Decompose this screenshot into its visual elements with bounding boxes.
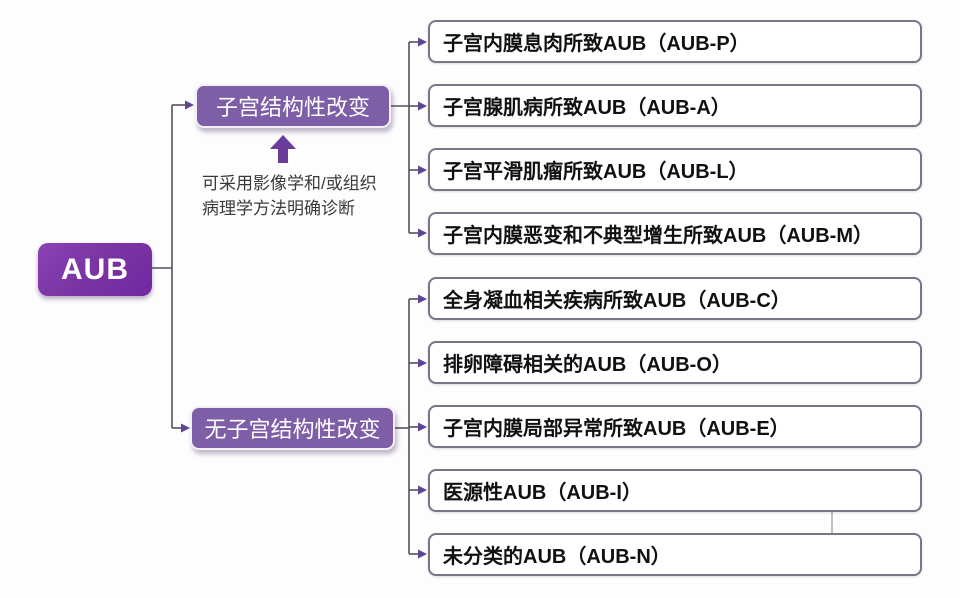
node-non-structural-change-label: 无子宫结构性改变 [204,417,381,442]
leaf-node-aub-m: 子宫内膜恶变和不典型增生所致AUB（AUB-M） [428,212,922,255]
leaf-node-aub-o: 排卵障碍相关的AUB（AUB-O） [428,341,922,384]
node-non-structural-change: 无子宫结构性改变 [190,406,395,450]
diagnosis-annotation: 可采用影像学和/或组织 病理学方法明确诊断 [202,172,377,221]
leaf-label: 子宫腺肌病所致AUB（AUB-A） [443,97,731,119]
diagnosis-annotation-line1: 可采用影像学和/或组织 [202,174,377,193]
node-aub: AUB [38,243,152,296]
up-arrow-icon [270,135,296,163]
leaf-node-aub-a: 子宫腺肌病所致AUB（AUB-A） [428,84,922,127]
leaf-node-aub-l: 子宫平滑肌瘤所致AUB（AUB-L） [428,148,922,191]
node-aub-label: AUB [61,252,129,286]
leaf-label: 子宫内膜息肉所致AUB（AUB-P） [443,33,750,55]
leaf-label: 子宫平滑肌瘤所致AUB（AUB-L） [443,161,749,183]
leaf-node-aub-p: 子宫内膜息肉所致AUB（AUB-P） [428,20,922,63]
leaf-node-aub-c: 全身凝血相关疾病所致AUB（AUB-C） [428,277,922,320]
node-structural-change: 子宫结构性改变 [195,84,391,128]
leaf-node-aub-e: 子宫内膜局部异常所致AUB（AUB-E） [428,405,922,448]
leaf-label: 未分类的AUB（AUB-N） [443,546,671,568]
diagnosis-annotation-line2: 病理学方法明确诊断 [202,198,355,218]
leaf-label: 全身凝血相关疾病所致AUB（AUB-C） [443,290,791,312]
leaf-node-aub-n: 未分类的AUB（AUB-N） [428,533,922,576]
leaf-label: 医源性AUB（AUB-I） [443,482,642,504]
leaf-label: 排卵障碍相关的AUB（AUB-O） [443,354,732,376]
node-structural-change-label: 子宫结构性改变 [215,95,370,120]
leaf-label: 子宫内膜局部异常所致AUB（AUB-E） [443,418,790,440]
leaf-node-aub-i: 医源性AUB（AUB-I） [428,469,922,512]
leaf-label: 子宫内膜恶变和不典型增生所致AUB（AUB-M） [443,225,873,247]
